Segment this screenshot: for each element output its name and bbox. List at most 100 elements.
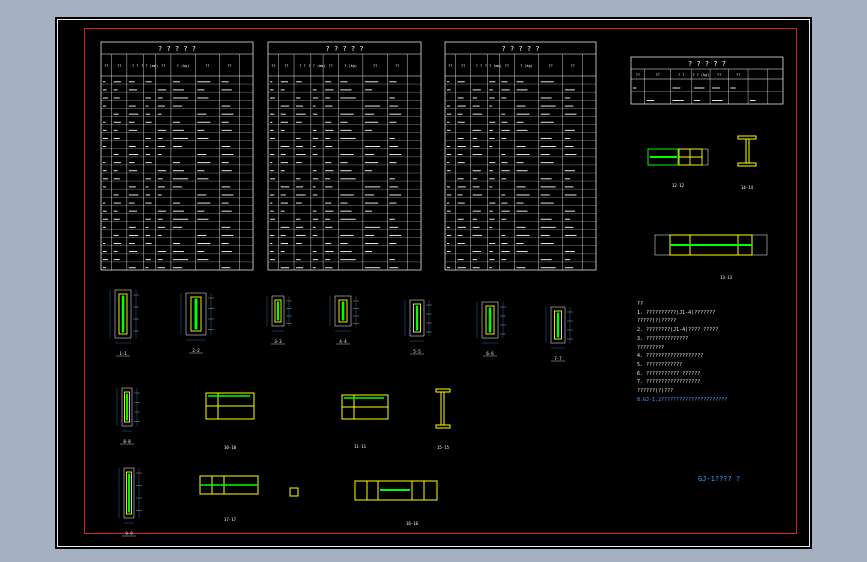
section-outline [271, 295, 285, 327]
note-line: 3. ?????????????? [637, 335, 689, 342]
table-header: ?? [329, 64, 333, 68]
section-label: 3-3 [274, 339, 282, 344]
section-label: 14-14 [741, 185, 754, 190]
beam-plate [354, 480, 438, 501]
section-label: 5-5 [413, 349, 421, 354]
table-header: ?? [736, 73, 740, 77]
flange-plate [485, 305, 495, 335]
web-plate [415, 305, 419, 331]
web-plate [341, 301, 345, 321]
table-header: ? ? [299, 64, 305, 68]
table-header: ?? [227, 64, 231, 68]
section-label: 8-8 [123, 439, 131, 444]
table-header: ?? [461, 64, 465, 68]
web-plate [128, 473, 130, 513]
section-outline [185, 292, 207, 336]
table-header: ?? [395, 64, 399, 68]
table-header: ?? [161, 64, 165, 68]
note-line: ?????(?)????? [637, 318, 677, 325]
table-title: ? ? ? ? ? [688, 60, 726, 68]
note-line: ??????(?)??? [637, 388, 674, 395]
flange-plate [124, 391, 130, 423]
note-line: ????????? [637, 344, 665, 351]
table-header: ?? [570, 64, 574, 68]
section-label: 6-6 [486, 351, 494, 356]
section-label: 9-9 [125, 531, 133, 536]
table-header: ?? [284, 64, 288, 68]
note-line: 5. ???????????? [637, 361, 683, 368]
web-plate [745, 138, 750, 164]
section-label: 16-16 [406, 521, 419, 526]
table-header: ?? [505, 64, 509, 68]
web-plate [194, 298, 198, 330]
section-outline [481, 301, 499, 339]
section-label: 4-4 [339, 339, 347, 344]
note-line: 6. ??????????? ?????? [637, 370, 701, 377]
section-label: 13-13 [720, 275, 733, 280]
flange-plate [274, 299, 282, 323]
flange-plate [126, 471, 132, 515]
table-header: ?? [104, 64, 108, 68]
table-header: ?? [636, 73, 640, 77]
table-header: ?? [205, 64, 209, 68]
web-plate [440, 391, 445, 426]
table-header: ? ? [678, 73, 684, 77]
inner-frame [84, 28, 797, 534]
section-label: 17-17 [224, 517, 237, 522]
section-label: 15-15 [437, 445, 450, 450]
section-label: 2-2 [192, 348, 200, 353]
table-header: ?? [717, 73, 721, 77]
table-title: ? ? ? ? ? [326, 45, 364, 53]
small-plate [289, 487, 299, 497]
material-table [267, 41, 422, 271]
drawing-frame [57, 19, 810, 547]
table-header: ? (kg) [520, 64, 533, 68]
table-header: ? ? [476, 64, 482, 68]
table-header: ? ? (mm) [309, 64, 326, 68]
web-plate [126, 393, 128, 421]
flange-plate [554, 310, 562, 340]
section-label: 1-1 [119, 351, 127, 356]
material-table [444, 41, 597, 271]
section-label: 10-10 [224, 445, 237, 450]
flange-plate [118, 293, 128, 335]
section-outline [114, 289, 132, 339]
section-label: 12-12 [672, 183, 685, 188]
web-plate [647, 148, 679, 166]
flange-plate [413, 303, 421, 333]
table-header: ?? [373, 64, 377, 68]
web-plate [556, 312, 560, 338]
note-line: 7. ?????????????????? [637, 379, 701, 386]
table-header: ?? [271, 64, 275, 68]
table-header: ?? [117, 64, 121, 68]
web-plate [121, 295, 125, 333]
notes-title: ?? [637, 301, 644, 307]
section-outline [334, 295, 352, 327]
note-highlight: 8.GJ-1.2?????????????????????? [637, 396, 728, 403]
web-plate [488, 307, 492, 333]
table-header: ? ? (kg) [692, 73, 709, 77]
note-line: 2. ????????(J1-4)???? ????? [637, 327, 719, 334]
section-outline [409, 299, 425, 337]
table-header: ? ? (mm) [141, 64, 158, 68]
table-header: ? ? [132, 64, 138, 68]
table-header: ? ? (mm) [485, 64, 502, 68]
table-title: ? ? ? ? ? [502, 45, 540, 53]
section-outline [123, 467, 135, 519]
note-line: 4. ??????????????????? [637, 353, 704, 360]
web-plate [276, 301, 280, 321]
general-notes: ?? 1. ??????????(J1-4)??????? ?????(?)??… [637, 300, 787, 404]
section-label: 7-7 [554, 356, 562, 361]
flange-plate [338, 299, 348, 323]
table-header: ?? [655, 73, 659, 77]
table-header: ? (kg) [177, 64, 190, 68]
section-outline [121, 387, 133, 427]
note-line: 1. ??????????(J1-4)??????? [637, 309, 716, 316]
table-title: ? ? ? ? ? [158, 45, 196, 53]
sheet-title: GJ-1???? ? [698, 475, 741, 483]
table-header: ?? [549, 64, 553, 68]
section-label: 11-11 [354, 444, 367, 449]
table-header: ?? [448, 64, 452, 68]
table-header: ? (kg) [344, 64, 357, 68]
